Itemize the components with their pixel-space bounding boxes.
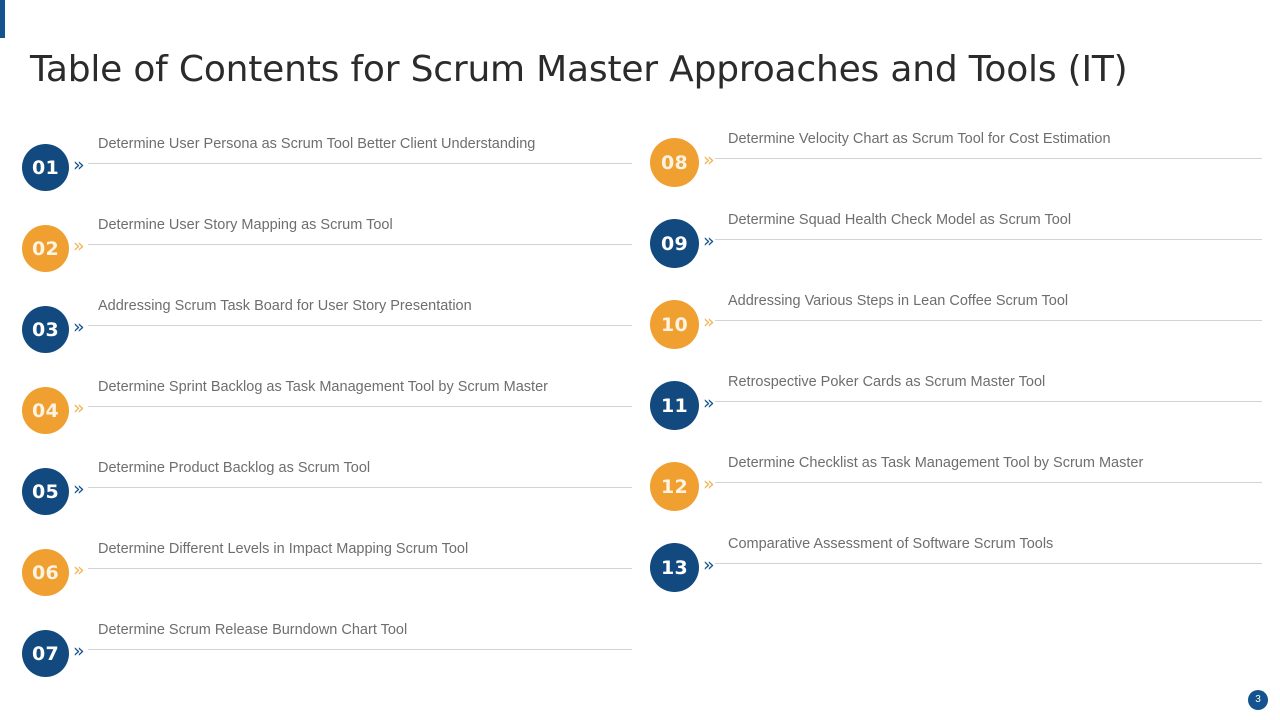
- toc-number-label: 04: [31, 400, 60, 422]
- chevron-double-right-icon: »: [703, 554, 715, 576]
- toc-number-label: 13: [660, 557, 689, 579]
- chevron-double-right-icon: »: [73, 235, 85, 257]
- toc-entry-label: Determine Squad Health Check Model as Sc…: [728, 212, 1072, 228]
- toc-entry-04[interactable]: 04 » Determine Sprint Backlog as Task Mana…: [22, 371, 632, 452]
- toc-number-badge: 10: [650, 300, 699, 349]
- toc-number-label: 11: [660, 395, 689, 417]
- toc-number-label: 02: [31, 238, 60, 260]
- toc-entry-label: Determine User Persona as Scrum Tool Bet…: [98, 136, 536, 152]
- toc-number-label: 01: [31, 157, 60, 179]
- chevron-double-right-icon: »: [73, 640, 85, 662]
- toc-number-label: 06: [31, 562, 60, 584]
- toc-entry-label: Determine Product Backlog as Scrum Tool: [98, 460, 371, 476]
- toc-divider: [715, 563, 1262, 564]
- toc-entry-label: Determine Different Levels in Impact Map…: [98, 541, 469, 557]
- toc-number-label: 08: [660, 152, 689, 174]
- toc-entry-06[interactable]: 06 » Determine Different Levels in Impact …: [22, 533, 632, 614]
- toc-entry-13[interactable]: 13 » Comparative Assessment of Software Sc…: [650, 533, 1262, 614]
- toc-number-badge: 09: [650, 219, 699, 268]
- toc-number-label: 05: [31, 481, 60, 503]
- toc-divider: [715, 482, 1262, 483]
- chevron-double-right-icon: »: [73, 154, 85, 176]
- chevron-double-right-icon: »: [703, 392, 715, 414]
- toc-entry-label: Addressing Various Steps in Lean Coffee …: [728, 293, 1069, 309]
- toc-entry-10[interactable]: 10 » Addressing Various Steps in Lean Coff…: [650, 290, 1262, 371]
- toc-entry-label: Determine Scrum Release Burndown Chart T…: [98, 622, 408, 638]
- toc-divider: [715, 158, 1262, 159]
- toc-entry-05[interactable]: 05 » Determine Product Backlog as Scrum To…: [22, 452, 632, 533]
- toc-entry-08[interactable]: 08 » Determine Velocity Chart as Scrum Too…: [650, 128, 1262, 209]
- toc-column-right: 08 » Determine Velocity Chart as Scrum Too…: [650, 128, 1262, 614]
- title-accent-bar: [0, 0, 5, 38]
- toc-number-badge: 06: [22, 549, 69, 596]
- toc-number-badge: 08: [650, 138, 699, 187]
- toc-entry-label: Comparative Assessment of Software Scrum…: [728, 536, 1054, 552]
- toc-number-badge: 02: [22, 225, 69, 272]
- toc-number-badge: 07: [22, 630, 69, 677]
- toc-number-badge: 13: [650, 543, 699, 592]
- table-of-contents: 01 » Determine User Persona as Scrum Tool …: [0, 128, 1280, 688]
- toc-divider: [88, 487, 632, 488]
- toc-number-badge: 01: [22, 144, 69, 191]
- toc-divider: [88, 649, 632, 650]
- toc-divider: [88, 163, 632, 164]
- toc-number-badge: 12: [650, 462, 699, 511]
- toc-entry-01[interactable]: 01 » Determine User Persona as Scrum Tool …: [22, 128, 632, 209]
- page-title: Table of Contents for Scrum Master Appro…: [30, 49, 1128, 91]
- toc-number-label: 07: [31, 643, 60, 665]
- toc-entry-label: Addressing Scrum Task Board for User Sto…: [98, 298, 472, 314]
- toc-divider: [715, 401, 1262, 402]
- toc-column-left: 01 » Determine User Persona as Scrum Tool …: [22, 128, 632, 695]
- toc-entry-09[interactable]: 09 » Determine Squad Health Check Model as…: [650, 209, 1262, 290]
- chevron-double-right-icon: »: [703, 230, 715, 252]
- toc-entry-label: Determine Sprint Backlog as Task Managem…: [98, 379, 548, 395]
- toc-entry-03[interactable]: 03 » Addressing Scrum Task Board for User …: [22, 290, 632, 371]
- toc-entry-11[interactable]: 11 » Retrospective Poker Cards as Scrum Ma…: [650, 371, 1262, 452]
- toc-number-badge: 11: [650, 381, 699, 430]
- page-number-label: 3: [1255, 694, 1261, 705]
- toc-number-badge: 05: [22, 468, 69, 515]
- toc-entry-02[interactable]: 02 » Determine User Story Mapping as Scrum…: [22, 209, 632, 290]
- toc-divider: [715, 239, 1262, 240]
- toc-divider: [715, 320, 1262, 321]
- toc-entry-label: Determine User Story Mapping as Scrum To…: [98, 217, 393, 233]
- toc-divider: [88, 325, 632, 326]
- toc-number-badge: 04: [22, 387, 69, 434]
- toc-divider: [88, 568, 632, 569]
- toc-entry-07[interactable]: 07 » Determine Scrum Release Burndown Char…: [22, 614, 632, 695]
- chevron-double-right-icon: »: [73, 316, 85, 338]
- page-number-badge: 3: [1248, 690, 1268, 710]
- toc-number-badge: 03: [22, 306, 69, 353]
- chevron-double-right-icon: »: [73, 559, 85, 581]
- toc-number-label: 12: [660, 476, 689, 498]
- chevron-double-right-icon: »: [73, 397, 85, 419]
- toc-entry-label: Determine Velocity Chart as Scrum Tool f…: [728, 131, 1111, 147]
- chevron-double-right-icon: »: [703, 311, 715, 333]
- toc-entry-label: Determine Checklist as Task Management T…: [728, 455, 1144, 471]
- toc-number-label: 03: [31, 319, 60, 341]
- toc-divider: [88, 406, 632, 407]
- toc-number-label: 09: [660, 233, 689, 255]
- toc-entry-12[interactable]: 12 » Determine Checklist as Task Managemen…: [650, 452, 1262, 533]
- toc-divider: [88, 244, 632, 245]
- chevron-double-right-icon: »: [703, 473, 715, 495]
- chevron-double-right-icon: »: [73, 478, 85, 500]
- chevron-double-right-icon: »: [703, 149, 715, 171]
- toc-number-label: 10: [660, 314, 689, 336]
- toc-entry-label: Retrospective Poker Cards as Scrum Maste…: [728, 374, 1046, 390]
